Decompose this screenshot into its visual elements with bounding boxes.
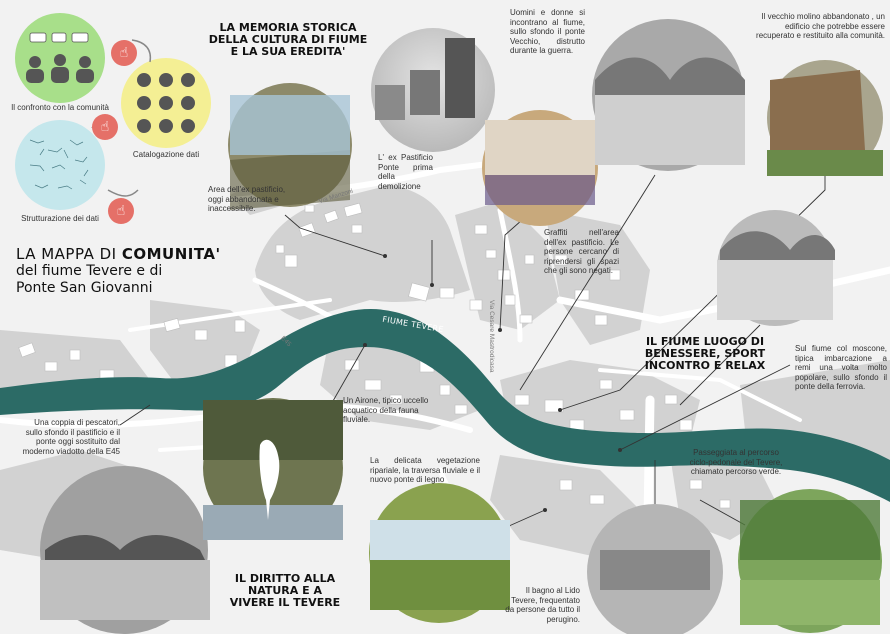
caption-passeggiata: Passeggiata al percorso ciclo-pedonale d… <box>689 448 783 476</box>
leader-dots <box>363 254 622 512</box>
caption-graffiti: Graffiti nell'area dell'ex pastificio. L… <box>544 228 619 275</box>
label-confronto: Il confronto con la comunità <box>11 103 109 112</box>
label-strutturazione: Strutturazione dei dati <box>21 214 99 223</box>
title-line3: Ponte San Giovanni <box>16 280 153 296</box>
tevere-river <box>0 309 890 502</box>
caption-pescatori: Una coppia di pescatori, sullo sfondo il… <box>22 418 120 456</box>
caption-ex-pastificio: L' ex Pastificio Ponte prima della demol… <box>378 153 433 191</box>
heading-diritto: IL DIRITTO ALLA NATURA E A VIVERE IL TEV… <box>229 572 341 609</box>
title-line2: del fiume Tevere e di <box>16 263 163 279</box>
caption-uomini: Uomini e donne si incontrano al fiume, s… <box>510 8 585 55</box>
caption-area-ex: Area dell'ex pastificio, oggi abbandonat… <box>208 185 286 213</box>
heading-memoria: LA MEMORIA STORICA DELLA CULTURA DI FIUM… <box>208 21 368 58</box>
label-road-mastrodicasa: Via Cesare Mastrodicasa <box>488 300 495 373</box>
heading-benessere: IL FIUME LUOGO DI BENESSERE, SPORT INCON… <box>644 335 766 372</box>
process-diagram <box>15 13 211 210</box>
caption-molino: Il vecchio molino abbandonato , un edifi… <box>756 12 885 40</box>
photo-details <box>40 38 883 625</box>
caption-vegetazione: La delicata vegetazione ripariale, la tr… <box>370 456 480 484</box>
hand-pointer-icon: ☝ <box>111 40 137 66</box>
label-catalogazione: Catalogazione dati <box>132 150 200 159</box>
caption-airone: Un Airone, tipico uccello acquatico dell… <box>343 396 429 424</box>
hand-pointer-icon: ☝ <box>108 198 134 224</box>
title-line1-bold: COMUNITA' <box>121 245 221 263</box>
caption-mosconi: Sul fiume col moscone, tipica imbarcazio… <box>795 344 887 391</box>
main-title: LA MAPPA DI COMUNITA' del fiume Tevere e… <box>16 246 246 297</box>
title-line1: LA MAPPA DI <box>16 245 122 263</box>
caption-lido: Il bagno al Lido Tevere, frequentato da … <box>505 586 580 624</box>
hand-pointer-icon: ☝ <box>92 114 118 140</box>
